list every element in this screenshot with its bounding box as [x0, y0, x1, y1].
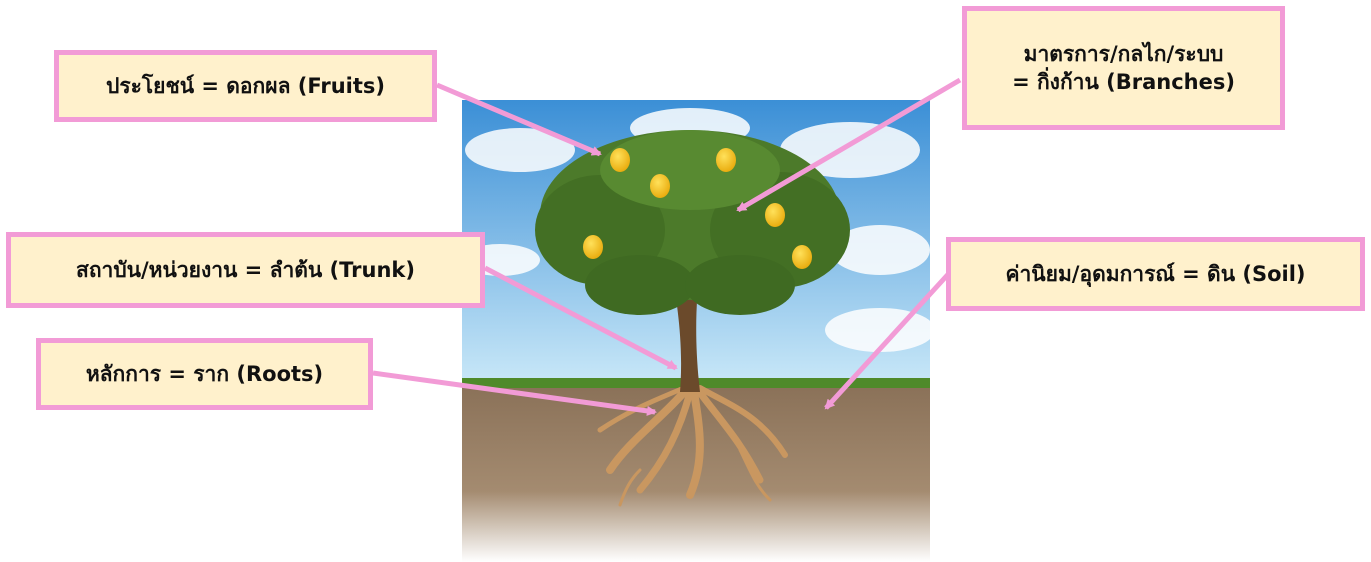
label-branches: มาตรการ/กลไก/ระบบ = กิ่งก้าน (Branches): [962, 6, 1285, 130]
foliage: [535, 130, 850, 315]
label-fruits: ประโยชน์ = ดอกผล (Fruits): [54, 50, 437, 122]
fruit: [610, 148, 630, 172]
arrows: [372, 77, 962, 416]
label-roots: หลักการ = ราก (Roots): [36, 338, 373, 410]
fruit: [716, 148, 736, 172]
arrow-soil: [824, 268, 954, 410]
roots: [597, 385, 788, 507]
label-branches-line1: มาตรการ/กลไก/ระบบ: [1023, 41, 1224, 66]
label-trunk: สถาบัน/หน่วยงาน = ลำต้น (Trunk): [6, 232, 485, 308]
fruit: [650, 174, 670, 198]
label-fruits-text: ประโยชน์ = ดอกผล (Fruits): [106, 73, 385, 98]
fruit: [583, 235, 603, 259]
label-trunk-text: สถาบัน/หน่วยงาน = ลำต้น (Trunk): [76, 257, 415, 282]
arrow-trunk: [483, 265, 678, 371]
fruit: [765, 203, 785, 227]
label-roots-text: หลักการ = ราก (Roots): [85, 361, 324, 386]
label-soil-text: ค่านิยม/อุดมการณ์ = ดิน (Soil): [1005, 261, 1306, 286]
arrow-fruits: [436, 82, 602, 157]
label-branches-line2: = กิ่งก้าน (Branches): [1012, 70, 1235, 94]
tree-illustration: [460, 100, 935, 562]
label-soil: ค่านิยม/อุดมการณ์ = ดิน (Soil): [946, 237, 1365, 311]
fruits: [583, 148, 812, 269]
arrow-branches: [736, 77, 962, 213]
arrow-roots: [372, 370, 657, 416]
fruit: [792, 245, 812, 269]
